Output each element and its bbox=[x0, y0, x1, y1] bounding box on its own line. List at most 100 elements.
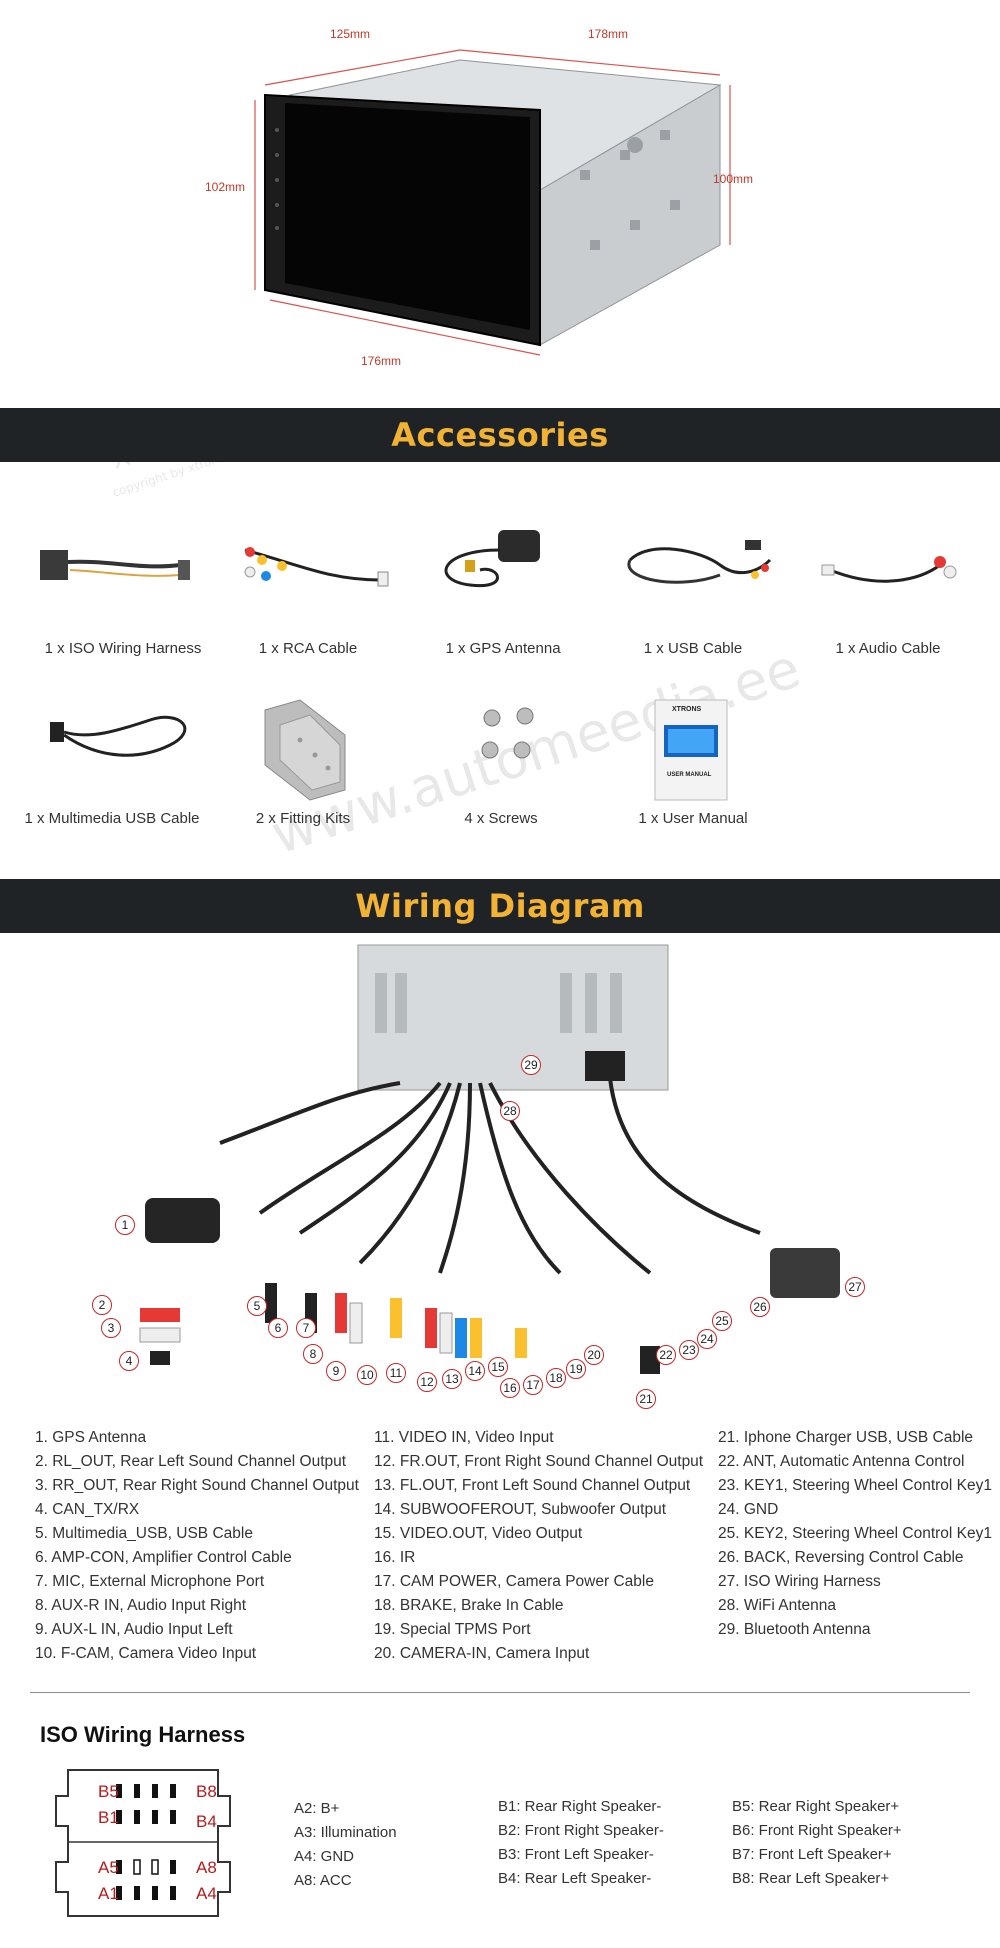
iso-section-title: ISO Wiring Harness bbox=[40, 1722, 246, 1747]
iso-a-pin-1: A2: B+ bbox=[294, 1800, 340, 1817]
rca-cable-icon bbox=[244, 547, 389, 587]
legend-item-17: 17. CAM POWER, Camera Power Cable bbox=[374, 1573, 654, 1590]
iso-pin-b8: B8 bbox=[196, 1782, 217, 1801]
accessories-banner: Accessories bbox=[0, 408, 1000, 462]
callout-5: 5 bbox=[247, 1296, 267, 1316]
callout-14: 14 bbox=[465, 1361, 485, 1381]
callout-7: 7 bbox=[296, 1318, 316, 1338]
callout-20: 20 bbox=[584, 1345, 604, 1365]
legend-item-11: 11. VIDEO IN, Video Input bbox=[374, 1429, 554, 1446]
accessory-label-manual: 1 x User Manual bbox=[638, 810, 748, 827]
callout-22: 22 bbox=[656, 1345, 676, 1365]
dim-top-right: 178mm bbox=[588, 27, 629, 41]
callout-26: 26 bbox=[750, 1297, 770, 1317]
callout-11: 11 bbox=[386, 1363, 406, 1383]
iso-b-pins-1: B1: Rear Right Speaker- B2: Front Right … bbox=[498, 1795, 664, 1891]
legend-item-29: 29. Bluetooth Antenna bbox=[718, 1621, 871, 1638]
legend-item-19: 19. Special TPMS Port bbox=[374, 1621, 531, 1638]
legend-item-16: 16. IR bbox=[374, 1549, 416, 1566]
callout-8: 8 bbox=[303, 1344, 323, 1364]
legend-column-2: 11. VIDEO IN, Video Input 12. FR.OUT, Fr… bbox=[374, 1426, 703, 1666]
dim-bottom: 176mm bbox=[361, 354, 402, 368]
iso-pin-b4: B4 bbox=[196, 1812, 217, 1831]
callout-9: 9 bbox=[326, 1361, 346, 1381]
iso-pin-a5: A5 bbox=[98, 1858, 119, 1877]
legend-item-8: 8. AUX-R IN, Audio Input Right bbox=[35, 1597, 247, 1614]
legend-item-26: 26. BACK, Reversing Control Cable bbox=[718, 1549, 964, 1566]
dim-right: 100mm bbox=[713, 172, 754, 186]
callout-16: 16 bbox=[500, 1378, 520, 1398]
section-divider bbox=[30, 1692, 970, 1693]
fitting-kit-icon bbox=[264, 699, 346, 801]
usb-cable-icon bbox=[627, 540, 772, 584]
callout-28: 28 bbox=[500, 1101, 520, 1121]
iso-b-pin-5: B5: Rear Right Speaker+ bbox=[732, 1798, 900, 1815]
accessory-label-rca: 1 x RCA Cable bbox=[258, 640, 358, 657]
screws-icon bbox=[481, 707, 534, 759]
legend-item-22: 22. ANT, Automatic Antenna Control bbox=[718, 1453, 965, 1470]
legend-item-20: 20. CAMERA-IN, Camera Input bbox=[374, 1645, 590, 1662]
gps-antenna-icon bbox=[444, 530, 540, 588]
legend-item-4: 4. CAN_TX/RX bbox=[35, 1501, 140, 1518]
accessory-label-multimedia-usb: 1 x Multimedia USB Cable bbox=[24, 810, 200, 827]
iso-b-pins-2: B5: Rear Right Speaker+ B6: Front Right … bbox=[732, 1795, 902, 1891]
callout-12: 12 bbox=[417, 1372, 437, 1392]
callout-29: 29 bbox=[521, 1055, 541, 1075]
iso-connector-diagram: B5 B8 B1 B4 A5 A8 A1 A4 bbox=[54, 1768, 232, 1918]
callout-13: 13 bbox=[442, 1369, 462, 1389]
iso-pin-a4: A4 bbox=[196, 1884, 217, 1903]
iso-pin-a8: A8 bbox=[196, 1858, 217, 1877]
manual-brand: XTRONS bbox=[672, 706, 702, 713]
iso-b-pin-2: B2: Front Right Speaker- bbox=[498, 1822, 664, 1839]
legend-item-21: 21. Iphone Charger USB, USB Cable bbox=[718, 1429, 974, 1446]
wiring-heading: Wiring Diagram bbox=[355, 887, 645, 925]
callout-19: 19 bbox=[566, 1359, 586, 1379]
iso-b-pin-4: B4: Rear Left Speaker- bbox=[498, 1870, 652, 1887]
legend-item-14: 14. SUBWOOFEROUT, Subwoofer Output bbox=[374, 1501, 667, 1518]
legend-column-1: 1. GPS Antenna 2. RL_OUT, Rear Left Soun… bbox=[35, 1426, 359, 1666]
iso-b-pin-1: B1: Rear Right Speaker- bbox=[498, 1798, 662, 1815]
legend-item-24: 24. GND bbox=[718, 1501, 779, 1518]
callout-3: 3 bbox=[101, 1318, 121, 1338]
callout-4: 4 bbox=[119, 1351, 139, 1371]
callout-25: 25 bbox=[712, 1311, 732, 1331]
iso-harness-icon bbox=[40, 550, 190, 580]
accessory-label-fitting-kits: 2 x Fitting Kits bbox=[255, 810, 351, 827]
legend-column-3: 21. Iphone Charger USB, USB Cable 22. AN… bbox=[718, 1426, 992, 1642]
dim-top-left: 125mm bbox=[330, 27, 371, 41]
iso-pin-b5: B5 bbox=[98, 1782, 119, 1801]
legend-item-15: 15. VIDEO.OUT, Video Output bbox=[374, 1525, 583, 1542]
legend-item-3: 3. RR_OUT, Rear Right Sound Channel Outp… bbox=[35, 1477, 359, 1494]
iso-b-pin-8: B8: Rear Left Speaker+ bbox=[732, 1870, 890, 1887]
iso-b-pin-7: B7: Front Left Speaker+ bbox=[732, 1846, 892, 1863]
accessory-illustrations bbox=[40, 530, 957, 801]
dim-left: 102mm bbox=[205, 180, 246, 194]
callout-23: 23 bbox=[679, 1340, 699, 1360]
accessory-label-gps: 1 x GPS Antenna bbox=[445, 640, 561, 657]
wiring-illustration: 1 2 3 4 5 6 7 8 9 10 11 12 13 14 15 16 1… bbox=[0, 933, 1000, 1423]
legend-item-27: 27. ISO Wiring Harness bbox=[718, 1573, 881, 1590]
legend-item-5: 5. Multimedia_USB, USB Cable bbox=[35, 1525, 253, 1542]
iso-a-pin-2: A3: Illumination bbox=[294, 1824, 397, 1841]
head-unit-illustration bbox=[254, 49, 731, 356]
iso-a-pins: A2: B+ A3: Illumination A4: GND A8: ACC bbox=[294, 1797, 397, 1893]
callout-2: 2 bbox=[92, 1295, 112, 1315]
legend-item-13: 13. FL.OUT, Front Left Sound Channel Out… bbox=[374, 1477, 691, 1494]
multimedia-usb-icon bbox=[50, 715, 187, 757]
accessory-label-iso: 1 x ISO Wiring Harness bbox=[44, 640, 202, 657]
legend-item-28: 28. WiFi Antenna bbox=[718, 1597, 837, 1614]
manual-caption: USER MANUAL bbox=[667, 772, 712, 778]
product-dimension-section: 125mm 178mm 102mm 100mm 176mm bbox=[0, 0, 1000, 408]
iso-pin-b1: B1 bbox=[98, 1808, 119, 1827]
callout-18: 18 bbox=[546, 1368, 566, 1388]
callout-27: 27 bbox=[845, 1277, 865, 1297]
legend-item-7: 7. MIC, External Microphone Port bbox=[35, 1573, 265, 1590]
callout-1: 1 bbox=[115, 1215, 135, 1235]
legend-item-18: 18. BRAKE, Brake In Cable bbox=[374, 1597, 564, 1614]
user-manual-icon bbox=[654, 699, 728, 801]
legend-item-1: 1. GPS Antenna bbox=[35, 1429, 147, 1446]
accessories-heading: Accessories bbox=[391, 416, 609, 454]
legend-item-25: 25. KEY2, Steering Wheel Control Key1 bbox=[718, 1525, 992, 1542]
callout-21: 21 bbox=[636, 1389, 656, 1409]
iso-b-pin-3: B3: Front Left Speaker- bbox=[498, 1846, 654, 1863]
